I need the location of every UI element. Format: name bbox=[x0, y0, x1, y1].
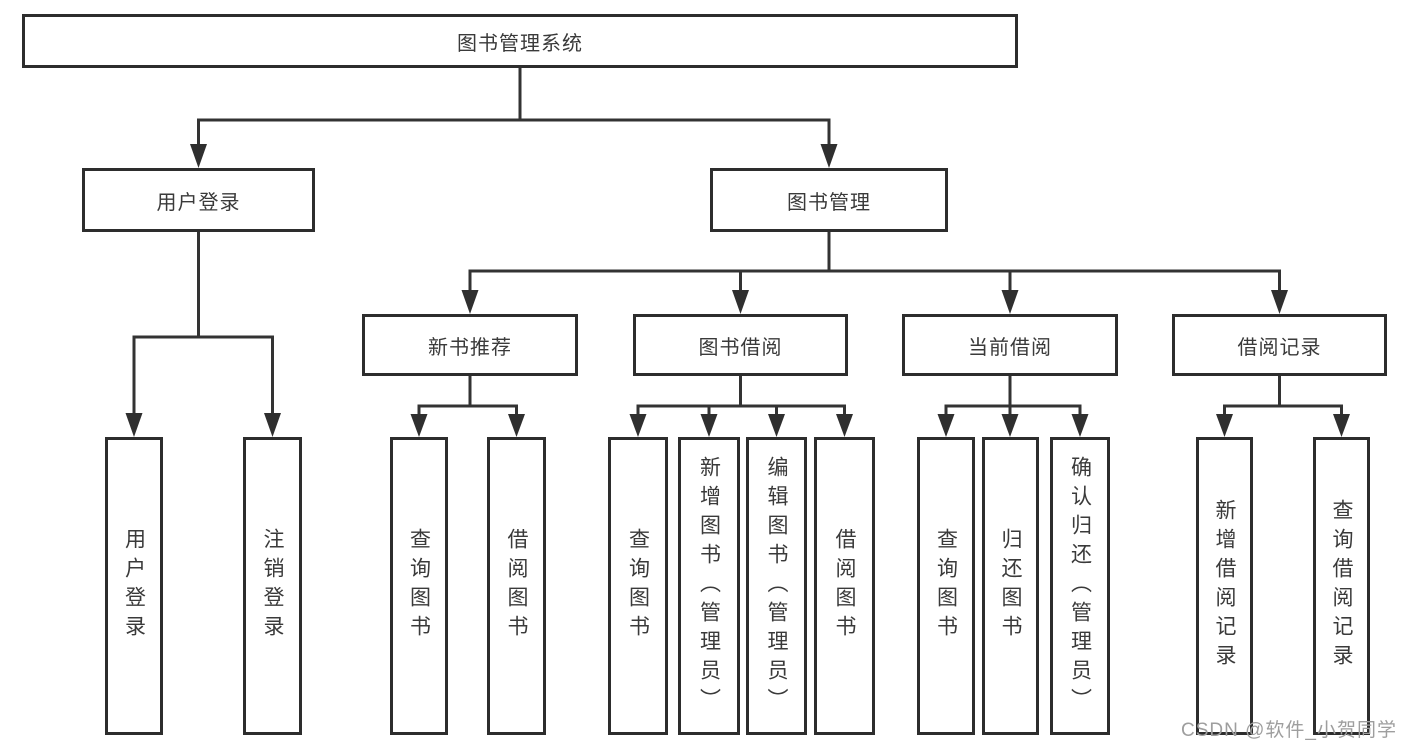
node-borrow-record: 借阅记录 bbox=[1172, 314, 1387, 376]
node-label: 图书管理 bbox=[787, 191, 871, 214]
node-label: 图书借阅 bbox=[698, 336, 783, 359]
node-label: 查询图书 bbox=[934, 528, 958, 644]
leaf-user-login: 用户登录 bbox=[105, 437, 163, 735]
node-user-login: 用户登录 bbox=[82, 168, 315, 232]
node-label: 新增借阅记录 bbox=[1213, 499, 1236, 673]
node-label: 查询图书 bbox=[407, 528, 431, 644]
leaf-query-book-3: 查询图书 bbox=[917, 437, 975, 735]
leaf-logout: 注销登录 bbox=[243, 437, 302, 735]
node-label: 借阅记录 bbox=[1237, 336, 1322, 359]
leaf-return-book: 归还图书 bbox=[982, 437, 1039, 735]
leaf-edit-book-admin: 编辑图书（管理员） bbox=[746, 437, 807, 735]
node-current-borrow: 当前借阅 bbox=[902, 314, 1118, 376]
node-book-borrow: 图书借阅 bbox=[633, 314, 848, 376]
leaf-borrow-book-1: 借阅图书 bbox=[487, 437, 546, 735]
node-label: 图书管理系统 bbox=[457, 32, 583, 55]
node-label: 注销登录 bbox=[261, 528, 284, 644]
node-label: 新增图书（管理员） bbox=[697, 455, 721, 717]
node-label: 用户登录 bbox=[122, 528, 146, 644]
node-label: 用户登录 bbox=[156, 191, 241, 214]
node-label: 确认归还（管理员） bbox=[1068, 455, 1092, 717]
arrowheads bbox=[125, 144, 1350, 437]
node-library-system: 图书管理系统 bbox=[22, 14, 1018, 68]
node-book-management: 图书管理 bbox=[710, 168, 948, 232]
watermark: CSDN @软件_小贺同学 bbox=[1181, 720, 1397, 741]
leaf-query-book-1: 查询图书 bbox=[390, 437, 448, 735]
leaf-add-borrow-record: 新增借阅记录 bbox=[1196, 437, 1253, 735]
node-label: 新书推荐 bbox=[428, 336, 512, 359]
node-new-book-recommend: 新书推荐 bbox=[362, 314, 578, 376]
node-label: 查询借阅记录 bbox=[1330, 499, 1353, 673]
leaf-query-book-2: 查询图书 bbox=[608, 437, 668, 735]
node-label: 归还图书 bbox=[999, 528, 1022, 644]
leaf-query-borrow-record: 查询借阅记录 bbox=[1313, 437, 1370, 735]
leaf-confirm-return-admin: 确认归还（管理员） bbox=[1050, 437, 1110, 735]
leaf-add-book-admin: 新增图书（管理员） bbox=[678, 437, 740, 735]
node-label: 当前借阅 bbox=[968, 336, 1052, 359]
leaf-borrow-book-2: 借阅图书 bbox=[814, 437, 875, 735]
node-label: 查询图书 bbox=[626, 528, 650, 644]
node-label: 借阅图书 bbox=[505, 528, 528, 644]
node-label: 编辑图书（管理员） bbox=[765, 455, 788, 717]
node-label: 借阅图书 bbox=[833, 528, 856, 644]
